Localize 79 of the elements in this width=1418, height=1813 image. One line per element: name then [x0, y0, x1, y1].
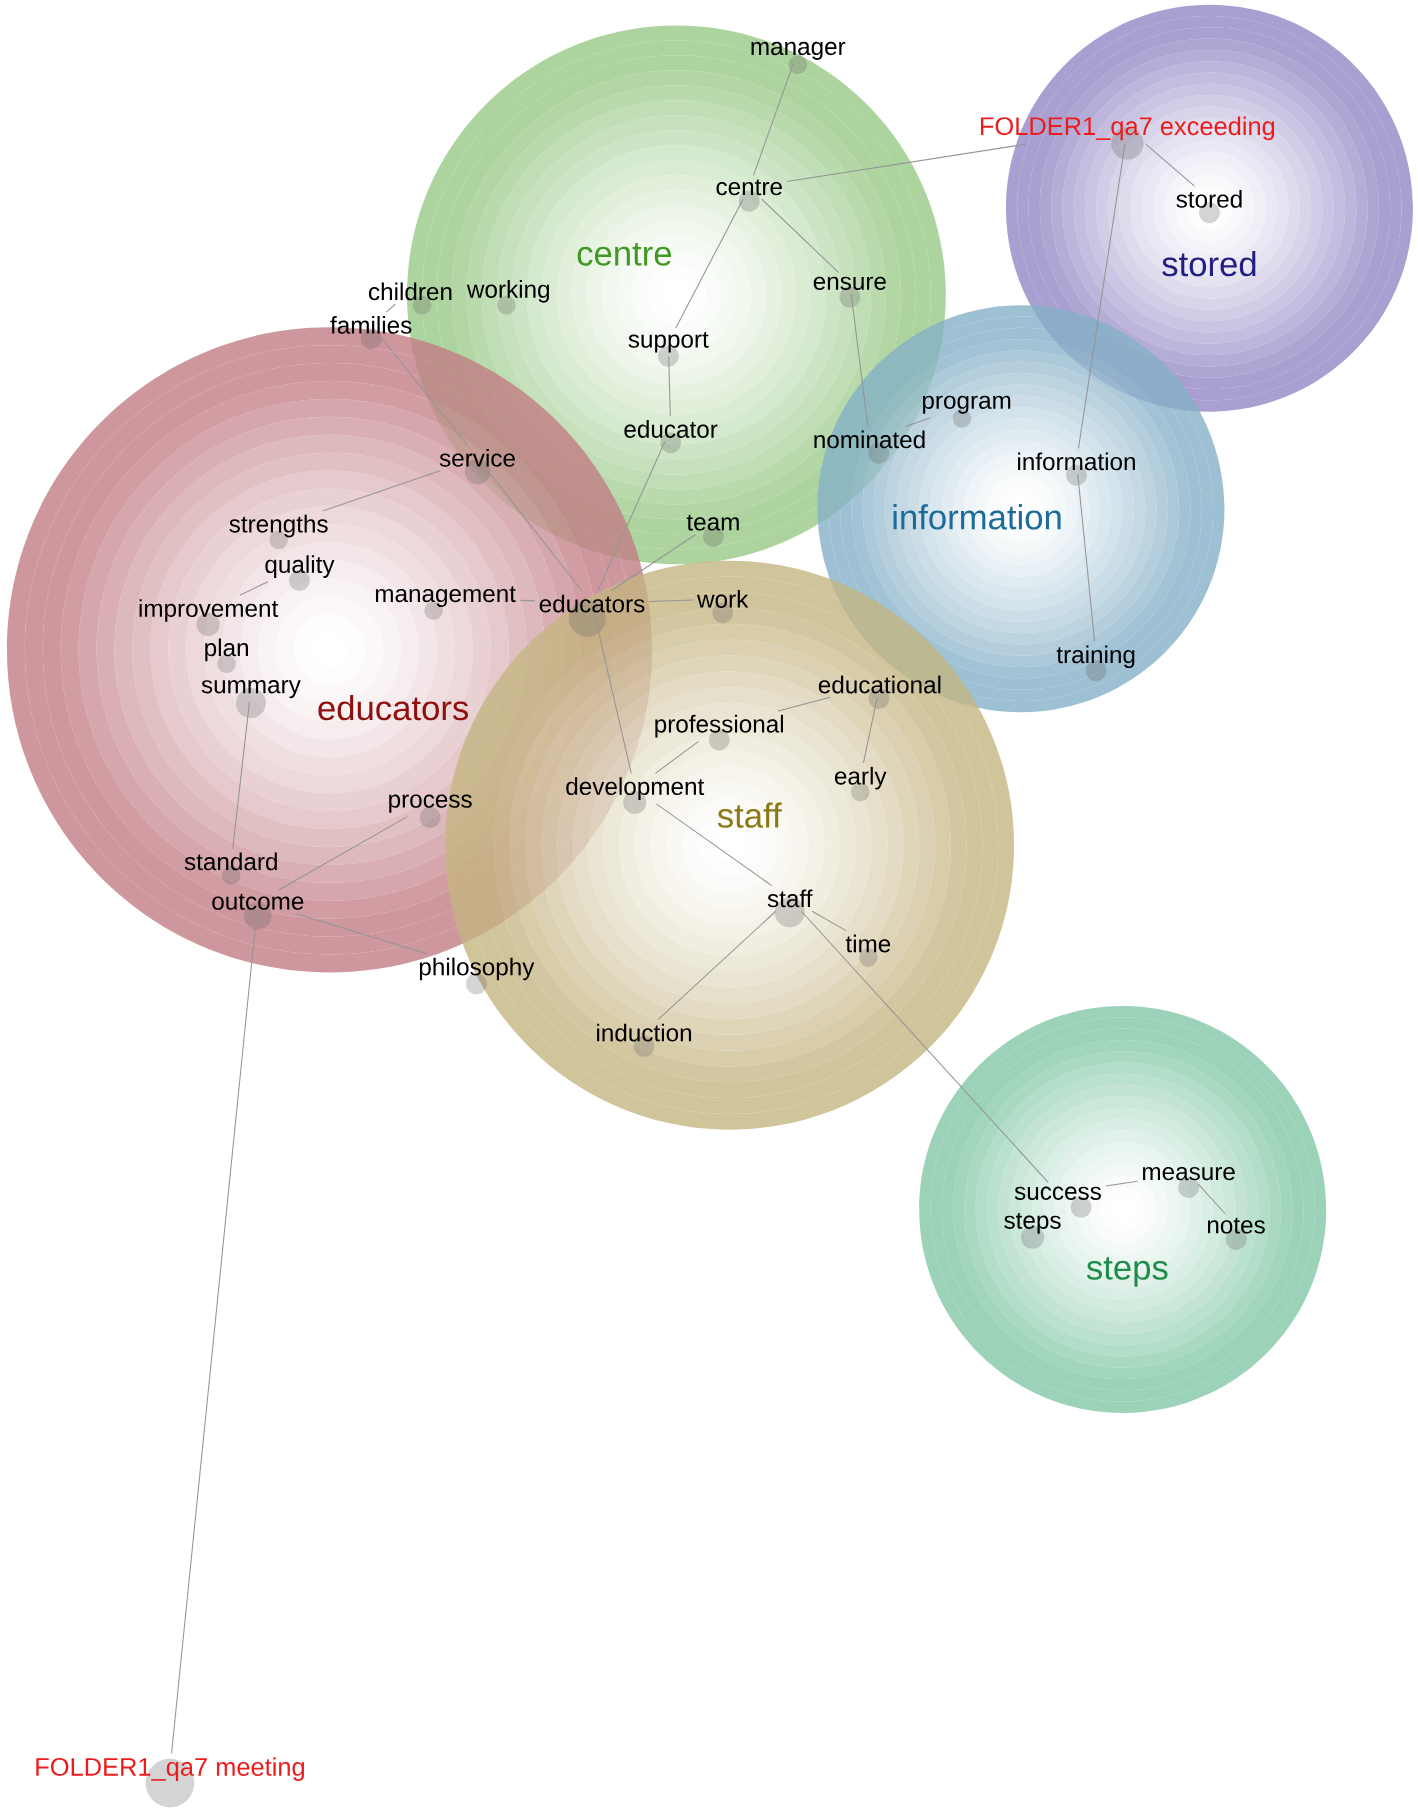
- tag-label: FOLDER1_qa7 meeting: [36, 1757, 305, 1781]
- concept-label: management: [376, 586, 517, 607]
- concept-label: stored: [1176, 189, 1242, 208]
- concept-label: standard: [184, 852, 278, 871]
- connector-line: [668, 356, 672, 417]
- concept-label: professional: [655, 714, 784, 738]
- connector-line: [594, 615, 632, 774]
- theme-label: steps: [1087, 1257, 1168, 1287]
- connector-line: [239, 581, 269, 596]
- tag-label: FOLDER1_qa7 exceeding: [981, 116, 1275, 141]
- concept-label: ensure: [813, 276, 887, 290]
- connector-line: [1145, 143, 1196, 187]
- concept-label: steps: [1004, 1213, 1061, 1234]
- connector-line: [1078, 143, 1126, 449]
- concept-label: success: [1015, 1186, 1102, 1200]
- concept-label: work: [697, 590, 749, 608]
- concept-label: centre: [716, 179, 783, 196]
- connector-line: [322, 470, 441, 512]
- connector-line: [597, 441, 666, 592]
- concept-label: plan: [205, 638, 249, 662]
- connector-line: [657, 910, 777, 1021]
- connector-line: [905, 417, 931, 428]
- concept-label: children: [369, 282, 452, 301]
- concept-label: strengths: [229, 514, 328, 538]
- connector-line: [811, 910, 847, 932]
- connector-line: [232, 701, 251, 850]
- connector-line: [385, 303, 397, 313]
- connector-line: [675, 198, 744, 329]
- connector-line: [278, 816, 409, 891]
- connector-line: [786, 143, 1027, 182]
- concept-label: improvement: [139, 599, 279, 622]
- connector-line: [850, 293, 869, 428]
- theme-label: stored: [1162, 250, 1256, 277]
- concept-label: information: [1018, 452, 1136, 471]
- connector-line: [656, 803, 773, 887]
- connector-line: [753, 63, 794, 176]
- concept-label: team: [687, 514, 739, 531]
- theme-label: educators: [318, 694, 469, 721]
- concept-label: support: [628, 331, 709, 353]
- concept-label: educational: [819, 675, 941, 694]
- connector-line: [519, 599, 536, 602]
- concept-label: staff: [767, 889, 813, 908]
- concept-label: families: [330, 316, 412, 334]
- connector-line: [296, 913, 428, 955]
- theme-label: centre: [577, 243, 672, 266]
- connector-line: [381, 337, 468, 446]
- connector-line: [648, 599, 694, 603]
- connector-line: [610, 534, 697, 592]
- concept-label: process: [389, 794, 472, 813]
- concept-label: quality: [265, 555, 335, 578]
- concept-label: measure: [1143, 1166, 1235, 1181]
- connector-line: [1198, 1183, 1226, 1215]
- connector-line: [1105, 1180, 1139, 1187]
- theme-label: staff: [718, 802, 782, 828]
- concept-label: nominated: [814, 430, 925, 449]
- concept-label: notes: [1208, 1217, 1266, 1234]
- concept-label: training: [1056, 645, 1135, 669]
- connector-line: [487, 470, 583, 592]
- concept-label: program: [923, 395, 1011, 414]
- concept-label: working: [467, 280, 550, 303]
- concept-label: educator: [624, 420, 718, 438]
- concept-label: outcome: [212, 893, 304, 910]
- concept-label: induction: [597, 1023, 692, 1042]
- theme-label: information: [893, 504, 1061, 530]
- concept-label: service: [440, 448, 516, 467]
- concept-label: educators: [539, 594, 645, 613]
- concept-label: early: [835, 766, 887, 790]
- concept-label: summary: [201, 680, 301, 699]
- connector-line: [863, 696, 878, 764]
- connector-line: [655, 740, 700, 774]
- concept-label: development: [566, 777, 705, 800]
- connector-line: [761, 198, 840, 274]
- concept-label: philosophy: [420, 957, 535, 981]
- connector-line: [777, 696, 832, 712]
- concept-label: time: [846, 934, 891, 953]
- connector-line: [171, 913, 258, 1754]
- connector-line: [1077, 473, 1096, 643]
- connector-line: [801, 910, 1050, 1184]
- concept-label: manager: [751, 41, 846, 60]
